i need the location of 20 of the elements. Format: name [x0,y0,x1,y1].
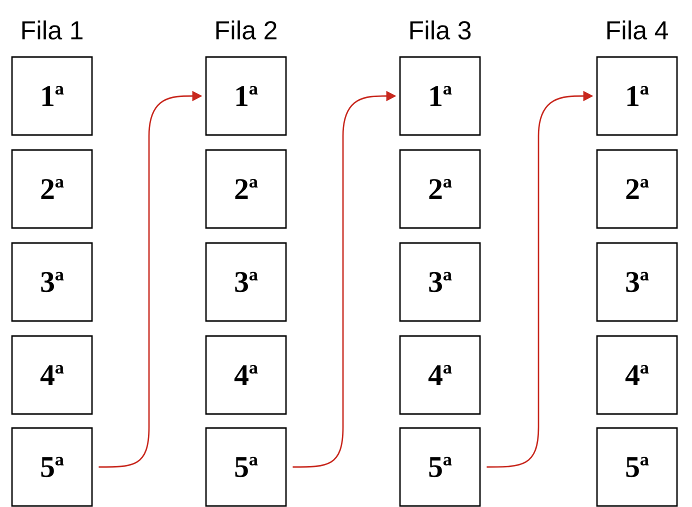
ordinal-box: 4ª [11,335,93,415]
ordinal-box: 4ª [205,335,287,415]
ordinal-box: 4ª [596,335,678,415]
ordinal-box: 2ª [205,149,287,229]
ordinal-box: 1ª [399,56,481,136]
ordinal-box: 5ª [399,427,481,507]
ordinal-box: 3ª [596,242,678,322]
ordinal-box: 3ª [11,242,93,322]
ordinal-box: 5ª [205,427,287,507]
ordinal-box: 2ª [399,149,481,229]
ordinal-box: 2ª [596,149,678,229]
ordinal-box: 1ª [11,56,93,136]
ordinal-box: 3ª [399,242,481,322]
ordinal-box: 4ª [399,335,481,415]
ordinal-box: 1ª [596,56,678,136]
ordinal-box: 5ª [596,427,678,507]
ordinal-box: 5ª [11,427,93,507]
ordinal-box: 1ª [205,56,287,136]
ordinal-box: 2ª [11,149,93,229]
ordinal-box: 3ª [205,242,287,322]
